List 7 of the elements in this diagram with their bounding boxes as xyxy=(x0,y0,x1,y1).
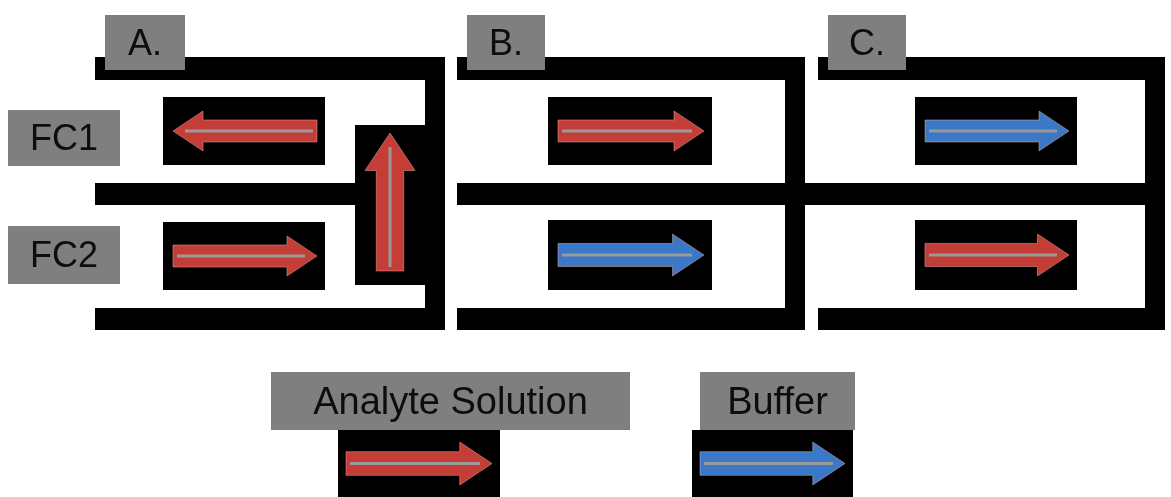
label-tag: C. xyxy=(828,15,906,70)
label-tag: FC1 xyxy=(8,110,120,166)
legend-label: Analyte Solution xyxy=(271,372,630,430)
legend-label: Buffer xyxy=(700,372,855,430)
label-tag: A. xyxy=(105,15,185,70)
label-tag: B. xyxy=(467,15,545,70)
label-tag: FC2 xyxy=(8,226,120,284)
